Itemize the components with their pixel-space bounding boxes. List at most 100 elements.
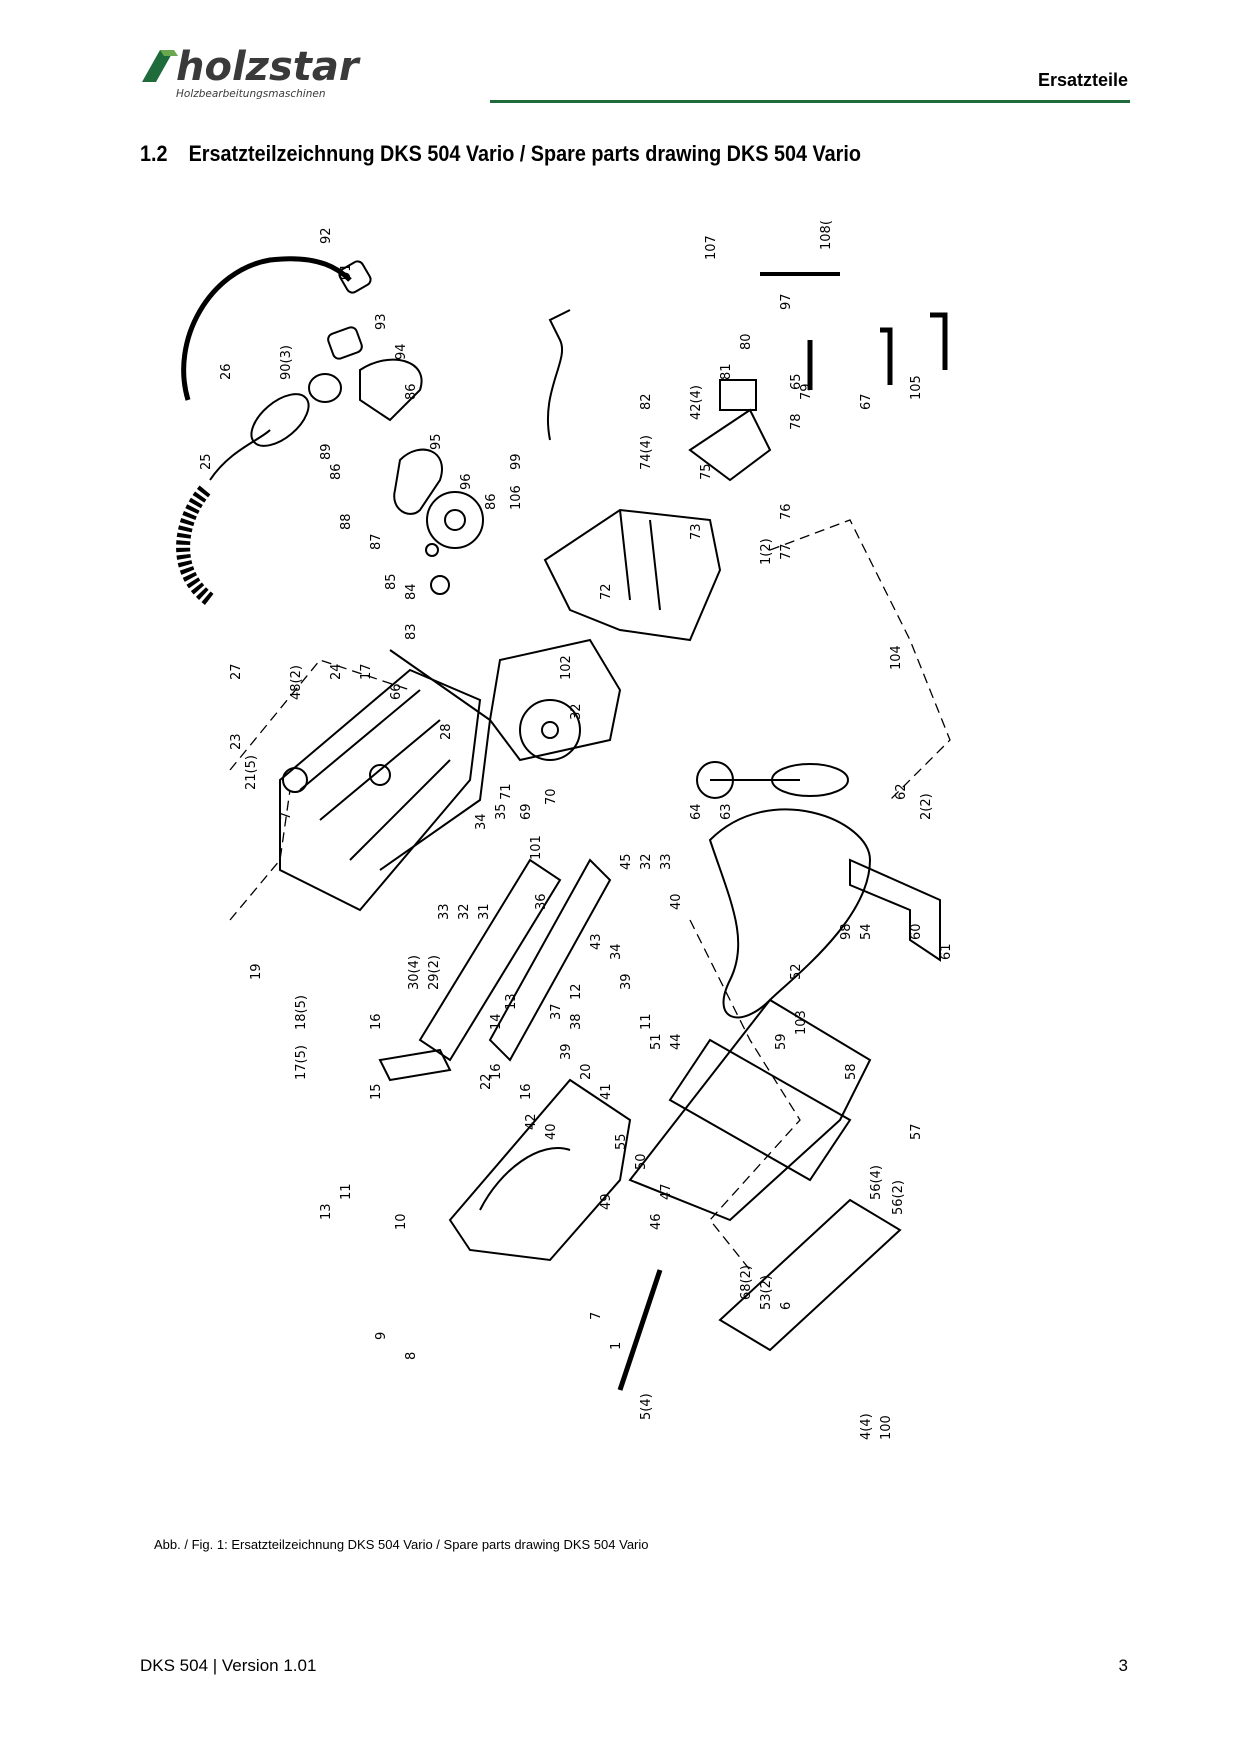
part-label: 72 — [599, 583, 614, 600]
part-label: 9 — [374, 1332, 389, 1340]
brand-name: holzstar — [176, 44, 359, 90]
part-label: 84 — [404, 583, 419, 600]
part-label: 61 — [939, 943, 954, 960]
part-label: 99 — [509, 453, 524, 470]
part-label: 107 — [704, 235, 719, 260]
part-label: 38 — [569, 1013, 584, 1030]
part-label: 64 — [689, 803, 704, 820]
section-label: Ersatzteile — [1037, 70, 1128, 90]
vacuum-hose — [176, 485, 215, 606]
exploded-parts-drawing: 92 91 93 90(3) 94 86 26 25 89 95 88 87 8… — [176, 220, 954, 1440]
part-label: 88 — [339, 513, 354, 530]
footer-doc-version: DKS 504 | Version 1.01 — [140, 1656, 317, 1675]
part-label: 51 — [649, 1033, 664, 1050]
part-label: 86 — [329, 463, 344, 480]
part-label: 81 — [719, 363, 734, 380]
part-label: 62 — [894, 783, 909, 800]
part-label: 73 — [689, 523, 704, 540]
part-label: 43 — [589, 933, 604, 950]
part-label: 59 — [774, 1033, 789, 1050]
part-label: 30(4) — [407, 955, 422, 990]
brand-tagline: Holzbearbeitungsmaschinen — [176, 88, 326, 100]
part-label: 104 — [889, 645, 904, 670]
part-label: 96 — [459, 473, 474, 490]
part-label: 92 — [319, 227, 334, 244]
part-label: 70 — [544, 788, 559, 805]
part-label: 23 — [229, 733, 244, 750]
part-label: 11 — [639, 1013, 654, 1030]
part-label: 6 — [779, 1302, 794, 1310]
part-label: 1 — [609, 1342, 624, 1350]
part-label: 56(4) — [869, 1165, 884, 1200]
part-label: 55 — [614, 1133, 629, 1150]
part-label: 40 — [544, 1123, 559, 1140]
part-label: 85 — [384, 573, 399, 590]
part-label: 16 — [519, 1083, 534, 1100]
part-label: 44 — [669, 1033, 684, 1050]
part-label: 82 — [639, 393, 654, 410]
part-label: 86 — [484, 493, 499, 510]
part-label: 95 — [429, 433, 444, 450]
part-label: 101 — [529, 835, 544, 860]
part-label: 93 — [374, 313, 389, 330]
part-label: 54 — [859, 923, 874, 940]
part-label: 89 — [319, 443, 334, 460]
part-label: 13 — [504, 993, 519, 1010]
part-label: 34 — [474, 813, 489, 830]
part-label: 105 — [909, 375, 924, 400]
part-label: 87 — [369, 533, 384, 550]
part-label: 83 — [404, 623, 419, 640]
part-label: 33 — [437, 903, 452, 920]
part-label: 31 — [477, 903, 492, 920]
round-table — [708, 808, 872, 1019]
part-label: 60 — [909, 923, 924, 940]
part-label: 19 — [249, 963, 264, 980]
part-label: 108(4) — [819, 220, 834, 250]
page-heading: 1.2 Ersatzteilzeichnung DKS 504 Vario / S… — [140, 141, 861, 167]
part-label: 49 — [599, 1193, 614, 1210]
part-label: 20 — [579, 1063, 594, 1080]
part-label: 63 — [719, 803, 734, 820]
part-label: 76 — [779, 503, 794, 520]
part-label: 7 — [279, 812, 294, 820]
part-label: 35 — [494, 803, 509, 820]
part-label: 106 — [509, 485, 524, 510]
side-rail — [718, 1198, 902, 1352]
part-label: 91 — [339, 263, 354, 280]
heading-number: 1.2 — [140, 141, 168, 166]
part-label: 2(2) — [919, 793, 934, 820]
part-labels: 92 91 93 90(3) 94 86 26 25 89 95 88 87 8… — [199, 220, 954, 1440]
part-label: 7 — [589, 1312, 604, 1320]
part-label: 78 — [789, 413, 804, 430]
part-label: 8 — [404, 1352, 419, 1360]
part-label: 13 — [319, 1203, 334, 1220]
part-label: 74(4) — [639, 435, 654, 470]
part-label: 47 — [659, 1183, 674, 1200]
part-label: 102 — [559, 655, 574, 680]
part-label: 32 — [639, 853, 654, 870]
part-label: 14 — [489, 1013, 504, 1030]
part-label: 32 — [457, 903, 472, 920]
part-label: 21(5) — [244, 755, 259, 790]
figure-caption: Abb. / Fig. 1: Ersatzteilzeichnung DKS 5… — [154, 1537, 649, 1552]
part-label: 100 — [879, 1415, 894, 1440]
part-label: 32 — [569, 703, 584, 720]
part-label: 75 — [699, 463, 714, 480]
part-label: 41 — [599, 1083, 614, 1100]
part-label: 56(2) — [891, 1180, 906, 1215]
part-label: 52 — [789, 963, 804, 980]
part-label: 45 — [619, 853, 634, 870]
part-label: 39 — [619, 973, 634, 990]
part-label: 11 — [339, 1183, 354, 1200]
part-label: 53(2) — [759, 1275, 774, 1310]
part-label: 97 — [779, 293, 794, 310]
part-label: 4(4) — [859, 1413, 874, 1440]
part-label: 46 — [649, 1213, 664, 1230]
part-label: 57 — [909, 1123, 924, 1140]
part-label: 71 — [499, 783, 514, 800]
part-label: 65 — [789, 373, 804, 390]
part-label: 58 — [844, 1063, 859, 1080]
heading-title: Ersatzteilzeichnung DKS 504 Vario / Spar… — [188, 141, 861, 166]
part-label: 15 — [369, 1083, 384, 1100]
part-label: 17 — [359, 663, 374, 680]
